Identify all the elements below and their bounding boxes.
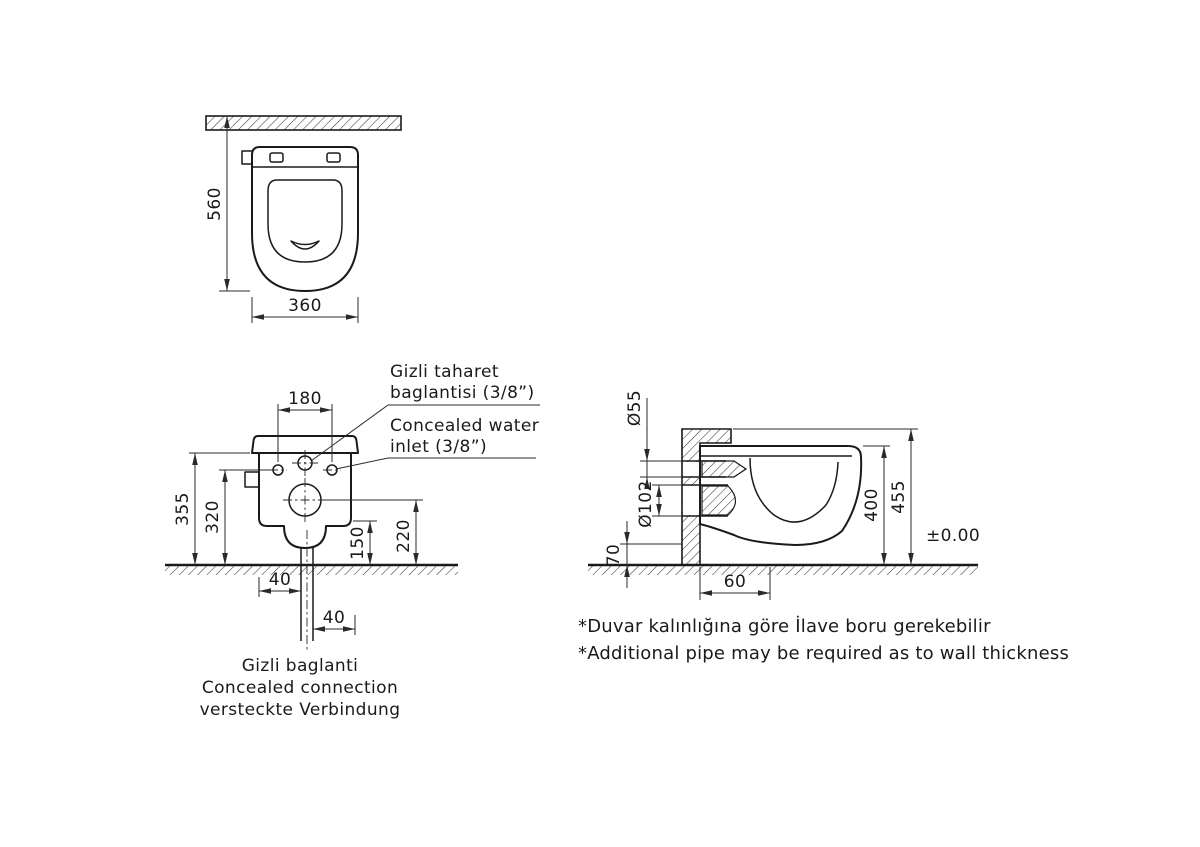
caption-tr: Gizli baglanti xyxy=(242,656,359,676)
dim-label-dia102: Ø102 xyxy=(636,480,656,527)
dim-150: 150 xyxy=(348,520,377,565)
top-view: 560 360 xyxy=(205,115,402,323)
water-spot xyxy=(290,240,320,250)
seat-opening xyxy=(267,179,343,263)
dim-label-150: 150 xyxy=(348,526,368,560)
dim-60: 60 xyxy=(699,567,771,600)
dim-360: 360 xyxy=(251,296,359,323)
dim-560: 560 xyxy=(205,116,250,292)
inlet-nub-front xyxy=(244,471,260,488)
dim-dia55: Ø55 xyxy=(625,390,682,489)
dim-355: 355 xyxy=(173,452,250,565)
note-turkish: *Duvar kalınlığına göre İlave boru gerek… xyxy=(578,616,991,637)
dim-label-355: 355 xyxy=(173,492,193,526)
dim-40-right: 40 xyxy=(313,608,356,635)
floor-hatch-front xyxy=(165,566,458,575)
wall-section-plan xyxy=(205,115,402,131)
dim-70: 70 xyxy=(604,521,682,588)
floor-level-label: ±0.00 xyxy=(926,526,980,546)
dim-455: 455 xyxy=(733,428,918,565)
dim-label-70: 70 xyxy=(604,544,624,566)
caption-en: Concealed connection xyxy=(202,678,398,698)
bowl-cavity-side xyxy=(749,457,839,523)
dim-320: 320 xyxy=(203,469,271,565)
dim-40-left: 40 xyxy=(258,570,301,597)
callout-taharet: Gizli taharet baglantisi (3/8”) xyxy=(310,362,540,462)
dim-label-220: 220 xyxy=(394,519,414,553)
leader-line-taharet xyxy=(310,404,389,462)
dim-label-dia55: Ø55 xyxy=(625,390,645,426)
dim-label-400: 400 xyxy=(862,488,882,522)
callout-taharet-line2: baglantisi (3/8”) xyxy=(390,383,535,403)
side-view: Ø55 Ø102 70 400 455 ±0.00 xyxy=(588,390,980,600)
dim-220: 220 xyxy=(323,499,423,565)
dim-dia102: Ø102 xyxy=(636,480,682,528)
dim-label-60: 60 xyxy=(724,572,746,592)
caption-de: versteckte Verbindung xyxy=(200,700,401,720)
leader-line-inlet xyxy=(335,457,389,470)
callout-inlet-line1: Concealed water xyxy=(390,416,539,436)
callout-water-inlet: Concealed water inlet (3/8”) xyxy=(335,416,539,470)
seat-hinge-right xyxy=(326,152,341,163)
seat-hinge-left xyxy=(269,152,284,163)
dim-400: 400 xyxy=(862,445,890,565)
callout-taharet-line1: Gizli taharet xyxy=(390,362,499,382)
dim-label-40-right: 40 xyxy=(323,608,345,628)
caption-concealed-connection: Gizli baglanti Concealed connection vers… xyxy=(200,656,401,720)
note-english: *Additional pipe may be required as to w… xyxy=(578,643,1069,664)
floor-hatch-side xyxy=(588,566,978,575)
dim-180: 180 xyxy=(277,389,333,462)
dim-label-560: 560 xyxy=(205,187,225,221)
inlet-spud-section xyxy=(701,460,748,478)
front-view: 180 355 320 150 220 40 xyxy=(165,362,540,720)
dim-label-180: 180 xyxy=(288,389,322,409)
footnotes: *Duvar kalınlığına göre İlave boru gerek… xyxy=(578,616,1069,664)
dim-label-360: 360 xyxy=(288,296,322,316)
dim-label-40-left: 40 xyxy=(269,570,291,590)
trap-section xyxy=(701,485,737,516)
callout-inlet-line2: inlet (3/8”) xyxy=(390,437,487,457)
dim-label-320: 320 xyxy=(203,500,223,534)
dim-label-455: 455 xyxy=(889,480,909,514)
